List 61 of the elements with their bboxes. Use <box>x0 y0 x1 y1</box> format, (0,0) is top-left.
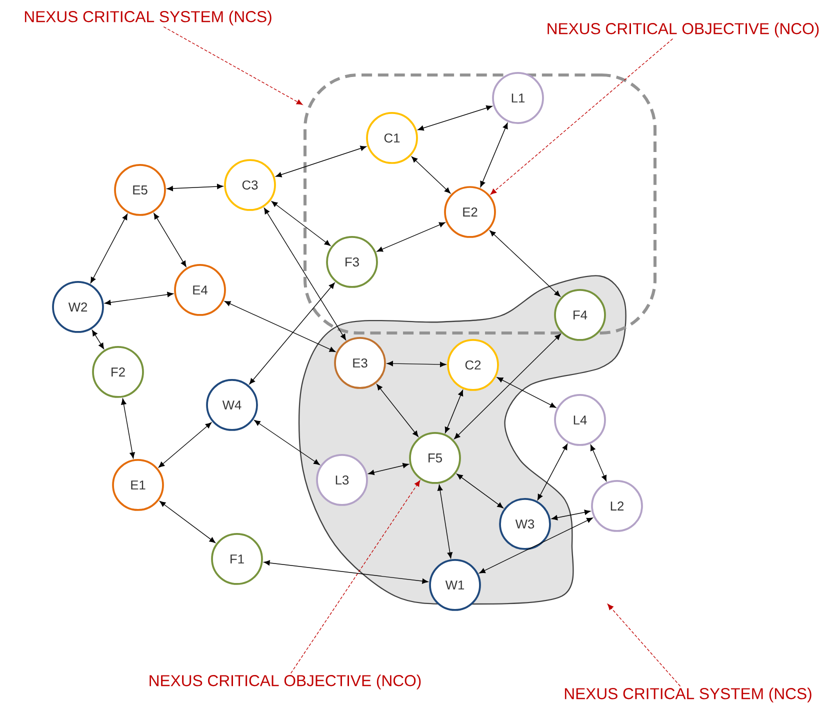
leader-line <box>163 26 303 105</box>
arrow <box>224 300 336 352</box>
arrow <box>490 230 560 297</box>
circle-node: L1 <box>492 72 544 124</box>
circle-node: E1 <box>112 459 164 511</box>
circle-node: F1 <box>211 533 263 585</box>
circle-node: E4 <box>174 264 226 316</box>
circle-node: F2 <box>92 346 144 398</box>
arrow <box>551 510 591 520</box>
arrow <box>386 360 446 368</box>
circle-node: W4 <box>206 379 258 431</box>
arrow <box>92 330 104 350</box>
arrow <box>454 334 561 440</box>
arrow <box>90 214 128 284</box>
circle-node: L2 <box>591 480 643 532</box>
arrow <box>376 222 446 252</box>
arrow <box>154 213 186 267</box>
dashed-boundary <box>303 73 657 335</box>
arrow <box>480 122 508 188</box>
arrow <box>276 146 366 178</box>
arrow <box>158 422 212 468</box>
callout-label: NEXUS CRITICAL OBJECTIVE (NCO) <box>150 674 421 690</box>
arrow <box>411 156 451 194</box>
arrow <box>121 398 135 459</box>
leader-line <box>607 604 681 687</box>
callout-label: NEXUS CRITICAL SYSTEM (NCS) <box>564 688 812 702</box>
circle-node: C1 <box>366 112 418 164</box>
arrow <box>590 444 607 482</box>
arrow <box>166 184 224 192</box>
arrow <box>254 420 320 465</box>
arrow <box>456 474 504 508</box>
circle-node: E3 <box>334 337 386 389</box>
arrow <box>104 292 174 306</box>
arrow <box>368 462 409 476</box>
circle-node: W3 <box>499 498 551 550</box>
circle-node: F3 <box>326 236 378 288</box>
arrow <box>444 390 464 434</box>
arrow <box>271 201 331 246</box>
circle-node: C3 <box>224 159 276 211</box>
arrow <box>264 208 346 340</box>
arrow <box>437 484 453 558</box>
circle-node: C2 <box>447 339 499 391</box>
arrow <box>249 282 335 384</box>
arrow <box>537 444 568 500</box>
circle-node: L3 <box>316 454 368 506</box>
arrow <box>264 560 428 584</box>
arrow <box>479 518 593 574</box>
arrow <box>496 377 556 408</box>
leader-line <box>490 38 674 195</box>
circle-node: W1 <box>429 559 481 611</box>
circle-node: W2 <box>52 281 104 333</box>
arrow <box>159 500 216 544</box>
arrow <box>376 384 418 437</box>
circle-node: F5 <box>409 432 461 484</box>
arrow <box>418 105 492 131</box>
circle-node: E2 <box>444 186 496 238</box>
leader-line <box>290 480 420 674</box>
callout-label: NEXUS CRITICAL OBJECTIVE (NCO) <box>548 22 819 38</box>
circle-node: L4 <box>554 394 606 446</box>
callout-label: NEXUS CRITICAL SYSTEM (NCS) <box>24 10 272 26</box>
circle-node: E5 <box>114 164 166 216</box>
